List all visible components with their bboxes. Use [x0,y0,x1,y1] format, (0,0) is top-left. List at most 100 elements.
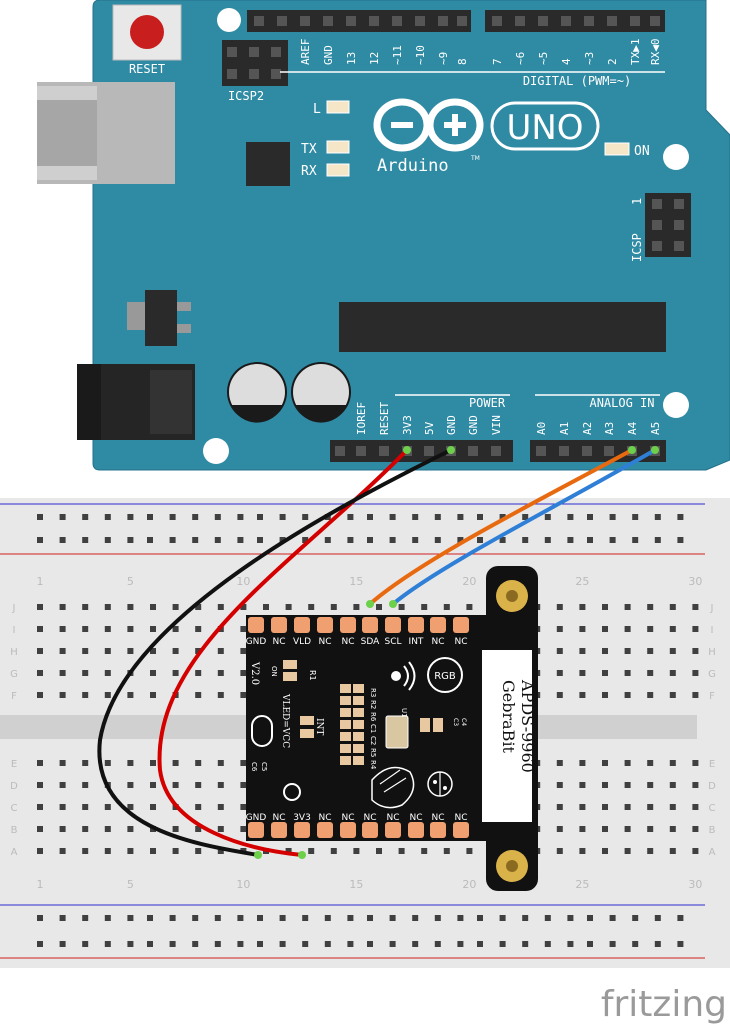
breadboard-hole [104,670,111,676]
rail-hole [37,514,43,520]
reset-button[interactable] [112,4,182,61]
breadboard-hole [398,848,405,854]
sensor-pin [271,822,287,838]
wire-gnd [97,448,453,857]
column-number: 30 [688,878,702,891]
r4-label: R4 [369,760,377,770]
rail-hole [192,514,199,520]
rail-hole [59,537,66,543]
header-pin [559,446,569,456]
sensor-pin-label: 3V3 [293,813,311,823]
breadboard-hole [59,626,66,632]
rail-hole [477,941,483,947]
breadboard-hole [59,782,66,788]
breadboard-hole [647,826,654,832]
breadboard-hole [602,648,608,654]
breadboard-hole [82,692,89,698]
breadboard-hole [37,670,43,676]
ladybug-icon [427,771,453,797]
rail-hole [324,915,331,921]
digital-header [247,10,665,32]
row-letter: A [709,847,716,858]
pin-label: ~10 [414,45,427,65]
breadboard-hole [195,848,202,854]
breadboard-hole [602,804,608,810]
header-pin [356,446,366,456]
rail-hole [677,537,684,543]
row-letter: J [710,603,714,614]
capacitor [291,362,351,423]
rail-hole [434,941,441,947]
smd-component [340,708,351,717]
smd-component [340,696,351,705]
breadboard-hole [195,670,202,676]
c1-label: C1 [369,724,377,733]
breadboard-hole [150,848,156,854]
header-pin [604,446,614,456]
header-pin [491,446,501,456]
analog-label: ANALOG IN [589,396,654,410]
sensor-pin [385,822,401,838]
breadboard-hole [308,848,315,854]
rail-hole [104,537,111,543]
rail-hole [147,514,153,520]
smd-component [353,732,364,741]
rail-hole [499,514,506,520]
rail-hole [522,915,529,921]
sensor-pin-label: NC [318,813,331,823]
breadboard-hole [579,760,586,766]
breadboard-hole [602,826,608,832]
sensor-pin-label: NC [409,813,422,823]
column-number: 20 [462,575,476,588]
rail-hole [587,537,593,543]
rail-hole [544,537,551,543]
breadboard-hole [240,648,247,654]
smd-component [353,708,364,717]
breadboard-hole [376,848,382,854]
sensor-pin [340,822,356,838]
usb-connector [37,82,175,184]
rail-hole [257,537,263,543]
rail-hole [677,941,684,947]
sensor-pin-label: NC [386,813,399,823]
rail-hole [127,915,134,921]
breadboard-hole [104,760,111,766]
breadboard-hole [556,670,563,676]
breadboard-hole [602,692,608,698]
breadboard-hole [150,804,156,810]
breadboard-hole [150,670,156,676]
vled-label: VLED=VCC [280,693,290,748]
breadboard-hole [82,826,89,832]
breadboard-hole [195,604,202,610]
wire-sda [368,448,634,606]
rail-hole [347,915,354,921]
smd-component [340,720,351,729]
rail-hole [412,514,419,520]
rail-hole [389,941,396,947]
sensor-pin-label: NC [431,637,444,647]
rail-hole [434,915,441,921]
c3-label: C3 [452,718,459,726]
header-pin [607,16,617,26]
breadboard-hole [669,826,676,832]
breadboard-hole [692,626,699,632]
pin-label: A5 [649,422,662,435]
column-number: 15 [349,575,363,588]
breadboard-hole [692,760,699,766]
rail-hole [237,514,244,520]
breadboard-hole [127,782,134,788]
header-pin [582,446,592,456]
breadboard-hole [443,604,450,610]
breadboard-hole [127,848,134,854]
header-pin [346,16,356,26]
rail-hole [544,941,551,947]
rail-hole [214,941,221,947]
pin-label: 13 [345,52,358,65]
sensor-bottom-pins [248,822,469,838]
breadboard-hole [217,804,224,810]
breadboard-hole [602,626,608,632]
rail-hole [389,915,396,921]
breadboard-hole [692,648,699,654]
column-number: 25 [575,575,589,588]
